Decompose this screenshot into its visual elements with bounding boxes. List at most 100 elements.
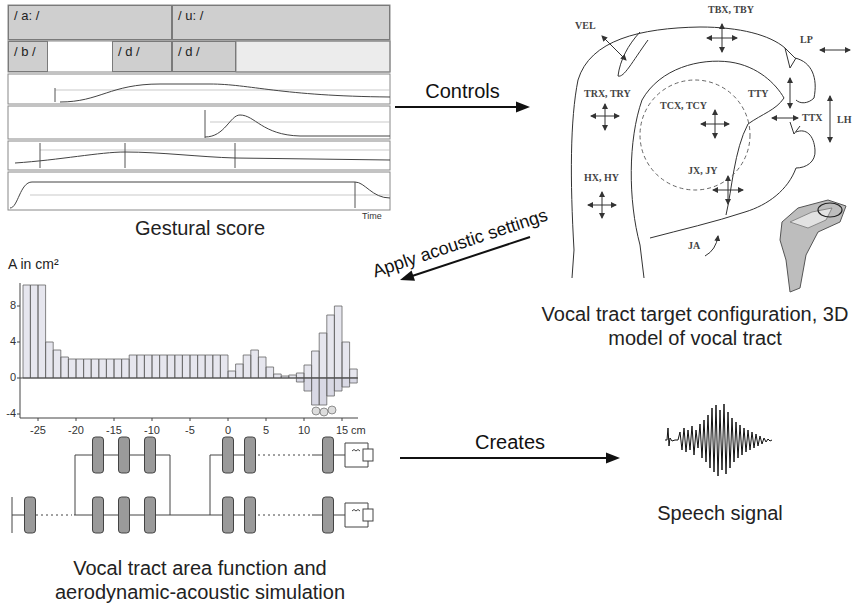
panel-caption: Gestural score xyxy=(5,216,395,240)
cross-arrow xyxy=(602,192,603,218)
tick-label: 0 xyxy=(225,424,231,437)
panel-caption: Speech signal xyxy=(620,501,820,525)
parameter-label: TRX, TRY xyxy=(584,88,631,100)
vocal-tract-3d-model xyxy=(780,200,846,292)
tick-label: -15 xyxy=(106,424,122,437)
tube-section xyxy=(323,497,334,533)
cross-arrow xyxy=(728,176,729,204)
tier-frame xyxy=(236,41,390,72)
tube-section xyxy=(25,497,36,533)
tick-label: 5 xyxy=(263,424,269,437)
parameter-label: JX, JY xyxy=(688,165,717,177)
parameter-label: TCX, TCY xyxy=(660,100,707,112)
trajectory-curve xyxy=(60,84,390,102)
parameter-label: TTY xyxy=(748,88,769,100)
tier-frame xyxy=(8,74,390,104)
tube-section xyxy=(119,497,130,533)
network-wire-dotted xyxy=(36,455,310,515)
gestural-score-chart xyxy=(8,5,390,210)
axis-title: A in cm² xyxy=(8,256,59,272)
parameter-label: LH xyxy=(837,114,851,126)
phoneme-label: / a: / xyxy=(9,6,44,26)
phoneme-box: / a: / xyxy=(8,5,172,40)
figure-panel: Gestural score/ a: // u: // b // d // d … xyxy=(5,0,395,240)
tube-section xyxy=(93,497,104,533)
parameter-arrows xyxy=(588,24,850,256)
flow-arrow xyxy=(395,102,530,113)
parameter-label: LP xyxy=(800,34,813,46)
tick-label: -5 xyxy=(185,424,195,437)
tick-label: 4 xyxy=(10,335,16,348)
axis-tick xyxy=(17,306,342,421)
radiation-inductor xyxy=(352,450,360,512)
tube-section xyxy=(119,437,130,473)
velum-arrow xyxy=(602,36,626,60)
phoneme-box: / d / xyxy=(112,41,172,72)
flow-arrow xyxy=(400,453,620,464)
figure-panel: Speech signal xyxy=(620,380,820,525)
arrow-head xyxy=(606,453,620,464)
tier-frame xyxy=(8,106,390,139)
sinus-marker xyxy=(320,408,328,416)
phoneme-label: / d / xyxy=(113,42,145,62)
jaw-angle-arrow xyxy=(705,236,718,256)
network-wire xyxy=(12,455,345,533)
arrow-label: Controls xyxy=(425,79,499,103)
parameter-label: JA xyxy=(688,240,700,252)
radiation-resistor xyxy=(363,509,373,521)
cross-arrow xyxy=(605,104,606,130)
axis-unit: cm xyxy=(351,424,366,437)
parameter-label: TBX, TBY xyxy=(708,4,754,16)
sinus-marker xyxy=(312,407,320,415)
trajectory-curve xyxy=(15,152,390,163)
arrow-shaft xyxy=(400,457,608,459)
tick-label: 10 xyxy=(298,424,310,437)
tier-frame xyxy=(8,141,390,170)
tube-section xyxy=(245,437,256,473)
arrow-label: Apply acoustic settings xyxy=(369,203,550,283)
area-bars xyxy=(23,285,357,378)
tick-label: 8 xyxy=(10,299,16,312)
arrow-label: Creates xyxy=(475,430,545,454)
parameter-label: VEL xyxy=(575,20,596,32)
boundary-tick xyxy=(40,88,355,208)
tube-section-group xyxy=(25,437,334,533)
parameter-label: TTX xyxy=(802,112,823,124)
arrow-head xyxy=(516,102,530,113)
tick-label: 15 xyxy=(336,424,348,437)
tick-label: -20 xyxy=(68,424,84,437)
tube-network xyxy=(12,437,373,533)
tongue-outline xyxy=(631,61,784,245)
velum xyxy=(618,32,648,76)
tract-3d-lips xyxy=(818,203,842,217)
tongue-tip-arrow xyxy=(790,78,791,108)
tract-3d-body xyxy=(780,200,846,292)
parameter-label: HX, HY xyxy=(584,172,619,184)
nasal-area-bars xyxy=(296,378,357,405)
lip-protrusion-arrow xyxy=(820,50,850,51)
tier-frame xyxy=(8,5,390,40)
panel-caption: Vocal tract area function and aerodynami… xyxy=(0,556,400,604)
axis-label: Time xyxy=(362,211,382,222)
phoneme-label: / u: / xyxy=(173,6,208,26)
tongue-body-circle xyxy=(640,80,750,190)
larynx xyxy=(572,245,644,278)
radiation-resistor xyxy=(363,449,373,461)
tube-section xyxy=(93,437,104,473)
trajectory-curve xyxy=(10,182,390,208)
tick-label: 0 xyxy=(10,371,16,384)
phoneme-box: / u: / xyxy=(172,5,390,40)
lower-lip xyxy=(796,131,815,168)
lip-height-arrow xyxy=(830,96,831,142)
trajectory-curve xyxy=(205,115,390,137)
tube-section xyxy=(223,497,234,533)
panel-caption: Vocal tract target configuration, 3D mod… xyxy=(530,302,860,350)
vocal-tract-model xyxy=(571,27,815,278)
tube-section xyxy=(223,437,234,473)
tier-frame xyxy=(8,41,390,72)
jaw xyxy=(650,168,796,238)
cross-arrow xyxy=(715,110,716,138)
tick-label: -4 xyxy=(6,407,16,420)
teeth xyxy=(785,48,800,134)
sinus-marker xyxy=(328,406,336,414)
